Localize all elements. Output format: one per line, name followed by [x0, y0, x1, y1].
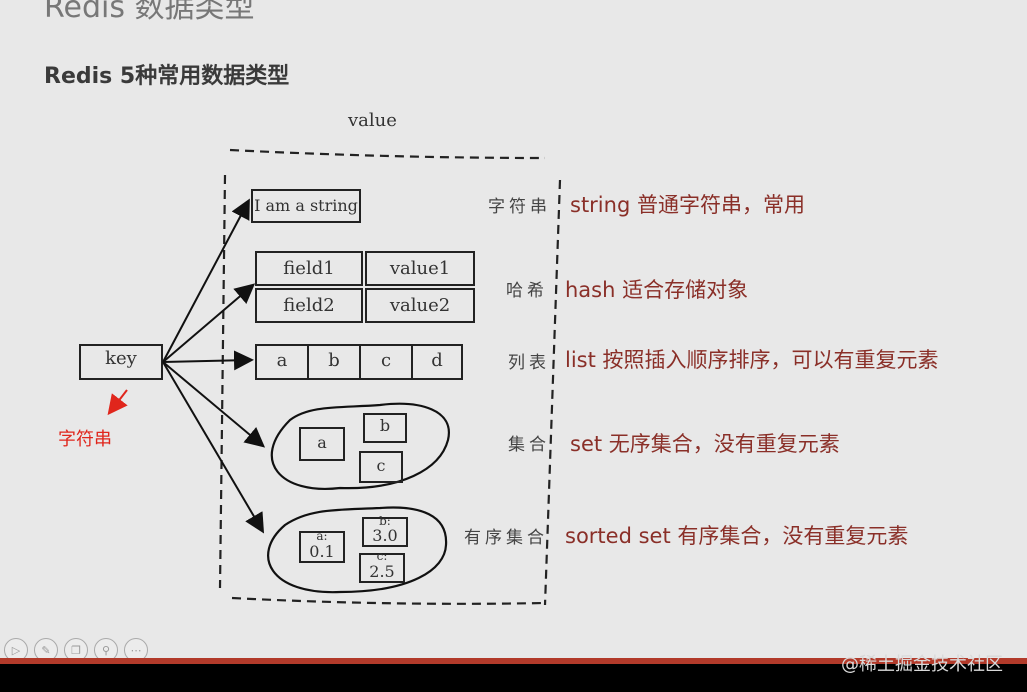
list-item-c: c — [380, 350, 392, 371]
key-box — [79, 344, 163, 380]
type-label-list: 列表 — [508, 353, 550, 373]
set-item-a: a — [317, 433, 327, 452]
type-label-string: 字符串 — [488, 197, 551, 217]
value-bracket — [218, 148, 562, 606]
set-item-b: b — [379, 416, 391, 435]
key-type-note: 字符串 — [58, 429, 112, 450]
list-item-d: d — [431, 350, 443, 371]
value-label: value — [348, 110, 397, 131]
hash-field2: field2 — [283, 295, 335, 316]
zset-score-c: 2.5 — [369, 562, 395, 581]
slideshow-controls: ▷ ✎ ❐ ⚲ ⋯ — [4, 638, 148, 658]
zset-score-a: 0.1 — [309, 542, 335, 561]
type-label-zset: 有序集合 — [464, 528, 548, 548]
slide: Redis 数据类型 Redis 5种常用数据类型 value — [4, 0, 939, 658]
more-icon[interactable]: ⋯ — [124, 638, 148, 658]
zoom-icon[interactable]: ⚲ — [94, 638, 118, 658]
diagram-drawing — [79, 148, 562, 606]
copy-icon[interactable]: ❐ — [64, 638, 88, 658]
watermark: @稀土掘金技术社区 — [841, 654, 1003, 675]
zset-member-b: b: — [379, 514, 391, 528]
zset-member-c: c: — [376, 549, 388, 563]
desc-set: set 无序集合，没有重复元素 — [570, 432, 840, 456]
hash-field1: field1 — [283, 258, 335, 279]
slide-top-title: Redis 数据类型 — [44, 0, 255, 25]
list-item-a: a — [276, 350, 288, 371]
pen-icon[interactable]: ✎ — [34, 638, 58, 658]
desc-hash: hash 适合存储对象 — [565, 278, 749, 302]
hash-value2: value2 — [389, 295, 451, 316]
zset-boxes — [299, 517, 408, 583]
type-label-set: 集合 — [508, 435, 550, 455]
zset-ellipse — [267, 506, 448, 594]
key-arrows — [162, 198, 266, 534]
desc-list: list 按照插入顺序排序，可以有重复元素 — [565, 348, 939, 372]
desc-zset: sorted set 有序集合，没有重复元素 — [565, 524, 909, 548]
player-bar — [0, 664, 1027, 692]
set-boxes — [299, 413, 407, 483]
set-ellipse — [270, 402, 450, 490]
key-type-arrow — [107, 389, 128, 416]
slide-subtitle: Redis 5种常用数据类型 — [44, 64, 290, 89]
set-item-c: c — [376, 456, 386, 475]
hash-boxes — [255, 251, 475, 323]
desc-string: string 普通字符串，常用 — [570, 193, 805, 217]
string-box — [251, 189, 361, 223]
key-label: key — [105, 348, 137, 369]
list-item-b: b — [328, 350, 340, 371]
string-value: I am a string — [254, 196, 358, 215]
zset-score-b: 3.0 — [372, 526, 398, 545]
hash-value1: value1 — [389, 258, 451, 279]
type-label-hash: 哈希 — [506, 281, 548, 301]
play-icon[interactable]: ▷ — [4, 638, 28, 658]
zset-member-a: a: — [316, 529, 328, 543]
progress-bar — [0, 658, 1027, 664]
list-boxes — [255, 344, 463, 380]
